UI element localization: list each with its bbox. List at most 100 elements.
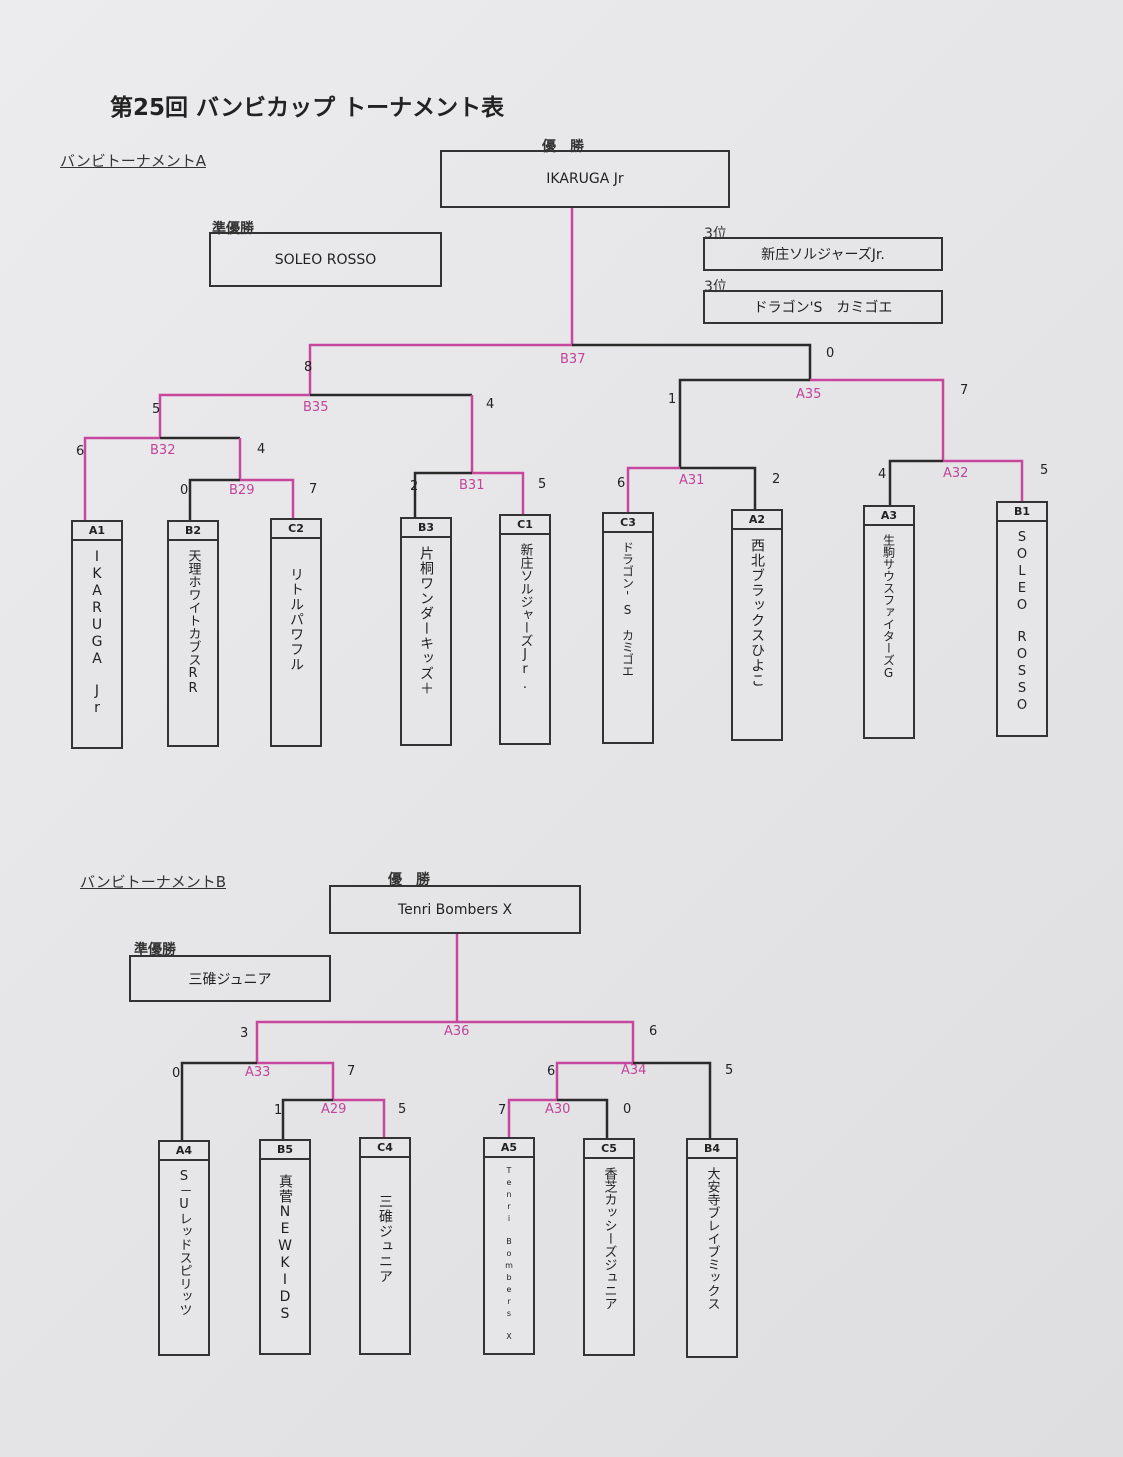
team-card: C3 ドラゴン'S カミゴエ (602, 512, 654, 744)
team-code: A1 (73, 522, 121, 541)
bracket-b-heading: バンビトーナメントB (80, 873, 227, 891)
score: 5 (1040, 463, 1049, 478)
champion-box-b: Tenri Bombers X (329, 885, 581, 934)
score: 1 (668, 392, 677, 407)
line-a35-right (810, 378, 945, 461)
match-a35: A35 (796, 387, 822, 402)
match-b37: B37 (560, 352, 586, 367)
team-name: IKARUGA Jr (89, 549, 105, 717)
line-a32-right (943, 459, 1024, 502)
score: 0 (826, 346, 835, 361)
team-code: C2 (272, 520, 320, 539)
match-a30: A30 (545, 1102, 571, 1117)
line-b35 (158, 393, 310, 438)
score: 5 (152, 402, 161, 417)
line-a29-left (281, 1098, 333, 1140)
score: 2 (772, 472, 781, 487)
champion-label-b: 優 勝 (388, 872, 430, 888)
team-code: A3 (865, 507, 913, 526)
line-b31-up (470, 395, 525, 516)
team-name: 西北ブラックスひよこ (749, 538, 765, 688)
team-code: B5 (261, 1141, 309, 1160)
team-code: B2 (169, 522, 217, 541)
third-box-1: 新庄ソルジャーズJr. (703, 237, 943, 271)
bracket-a-heading: バンビトーナメントA (60, 152, 207, 170)
score: 4 (257, 442, 266, 457)
score: 8 (304, 360, 313, 375)
third-box-2: ドラゴン'S カミゴエ (703, 290, 943, 324)
score: 3 (240, 1026, 249, 1041)
runner-up-label-b: 準優勝 (134, 942, 176, 958)
team-card: B5 真菅NEWKIDS (259, 1139, 311, 1355)
team-code: A4 (160, 1142, 208, 1161)
score: 7 (498, 1103, 507, 1118)
line-a35 (678, 378, 810, 468)
line-b31-left (413, 471, 472, 518)
match-b31: B31 (459, 478, 485, 493)
runner-up-box-a: SOLEO ROSSO (209, 232, 442, 287)
line-a31 (626, 466, 680, 513)
score: 5 (538, 477, 547, 492)
score: 4 (486, 397, 495, 412)
team-code: A5 (485, 1139, 533, 1158)
page-title: 第25回 バンビカップ トーナメント表 (110, 95, 505, 121)
team-name: Tenri Bombers X (504, 1166, 514, 1344)
line-a32 (888, 459, 943, 505)
match-a31: A31 (679, 473, 705, 488)
score: 0 (172, 1066, 181, 1081)
line-b32 (83, 436, 160, 520)
team-name: 真菅NEWKIDS (277, 1174, 293, 1323)
score: 0 (180, 483, 189, 498)
team-code: C4 (361, 1139, 409, 1158)
score: 6 (649, 1024, 658, 1039)
score: 4 (878, 467, 887, 482)
match-a29: A29 (321, 1102, 347, 1117)
line-final-a-right (572, 343, 812, 380)
team-name: SOLEO ROSSO (1014, 530, 1030, 715)
line-a34-right (557, 1061, 712, 1140)
score: 5 (725, 1063, 734, 1078)
score: 7 (960, 383, 969, 398)
score: 6 (76, 444, 85, 459)
line-final-a (308, 207, 574, 395)
score: 7 (347, 1064, 356, 1079)
match-b35: B35 (303, 400, 329, 415)
match-b29: B29 (229, 483, 255, 498)
team-name: 天理ホワイトカブスRR (185, 549, 201, 696)
team-card: C5 香芝カッシーズジュニア (583, 1138, 635, 1356)
champion-box-a: IKARUGA Jr (440, 150, 730, 208)
line-final-b (255, 933, 635, 1063)
line-b29-left (188, 478, 240, 520)
team-card: A3 生駒サウスファイターズG (863, 505, 915, 739)
score: 1 (274, 1103, 283, 1118)
match-a32: A32 (943, 466, 969, 481)
line-b29-up (238, 438, 295, 518)
team-name: 生駒サウスファイターズG (881, 534, 896, 680)
team-card: B2 天理ホワイトカブスRR (167, 520, 219, 747)
team-name: 香芝カッシーズジュニア (601, 1167, 617, 1310)
match-a36: A36 (444, 1024, 470, 1039)
team-name: ドラゴン'S カミゴエ (620, 541, 635, 677)
team-card: A2 西北ブラックスひよこ (731, 509, 783, 741)
score: 5 (398, 1102, 407, 1117)
match-a33: A33 (245, 1065, 271, 1080)
team-code: C3 (604, 514, 652, 533)
line-a31-right (680, 466, 757, 510)
score: 6 (617, 476, 626, 491)
match-a34: A34 (621, 1063, 647, 1078)
team-name: 大安寺ブレイブミックス (704, 1167, 720, 1310)
team-code: C5 (585, 1140, 633, 1159)
team-code: B3 (402, 519, 450, 538)
team-name: S－Uレッドスピリッツ (176, 1169, 192, 1316)
team-code: A2 (733, 511, 781, 530)
team-code: B1 (998, 503, 1046, 522)
